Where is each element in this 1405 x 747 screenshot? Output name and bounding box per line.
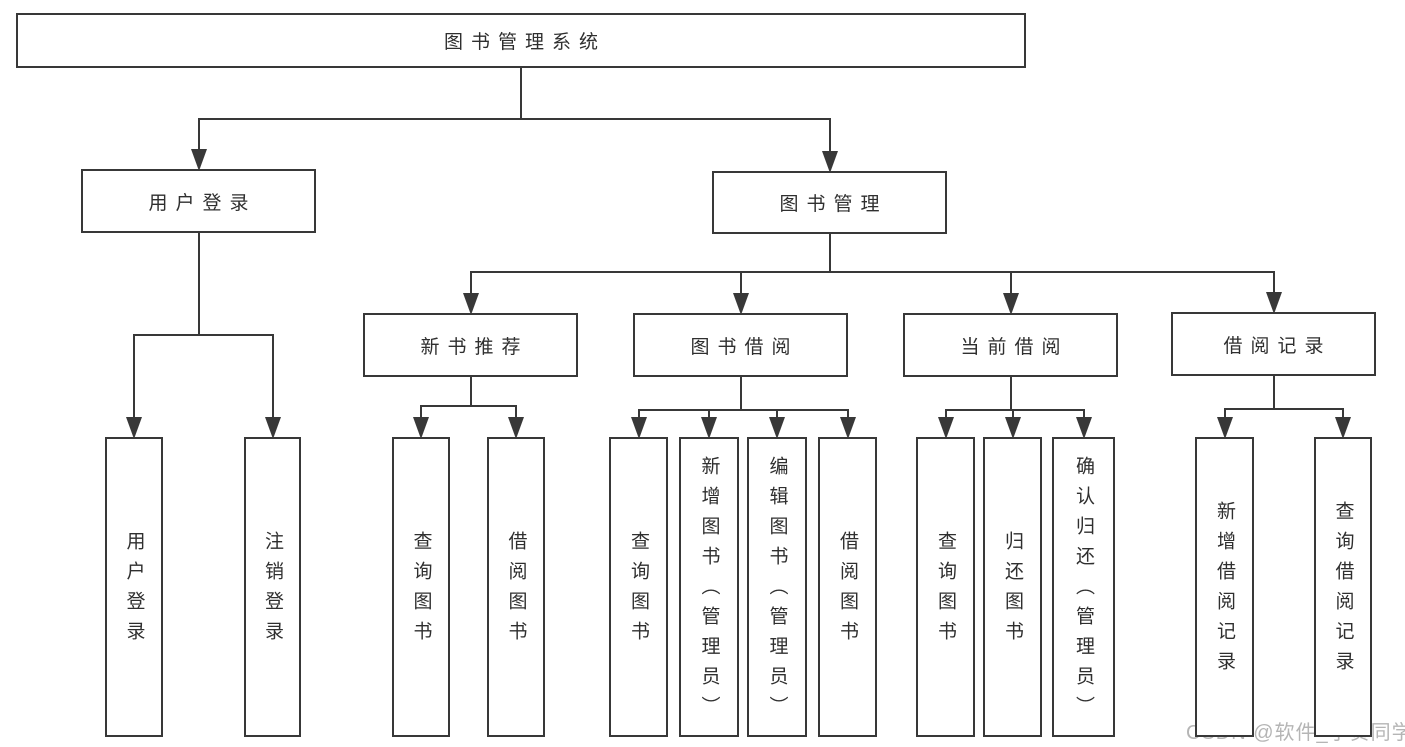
connector-line xyxy=(271,335,274,419)
connector-line xyxy=(1009,376,1012,410)
connector-line xyxy=(420,405,517,407)
connector-line xyxy=(197,119,200,151)
node-cb-return-book: 归还图书 xyxy=(983,437,1042,737)
connector-line xyxy=(1011,410,1014,419)
connector-line xyxy=(1082,410,1085,419)
connector-line xyxy=(776,410,778,419)
connector-line xyxy=(469,272,472,295)
connector-line xyxy=(1272,272,1275,294)
arrowhead-down-icon xyxy=(1002,293,1019,315)
node-cb-confirm-return: 确认归还（管理员） xyxy=(1052,437,1115,737)
node-new-book-recommend: 新书推荐 xyxy=(363,313,578,377)
arrowhead-down-icon xyxy=(701,417,717,439)
node-br-add-record: 新增借阅记录 xyxy=(1195,437,1254,737)
connector-line xyxy=(637,409,849,411)
node-book-management: 图书管理 xyxy=(712,171,947,234)
arrowhead-down-icon xyxy=(1265,292,1282,314)
connector-line xyxy=(739,272,742,295)
arrowhead-down-icon xyxy=(937,417,954,439)
arrowhead-down-icon xyxy=(821,151,838,173)
node-bb-edit-book: 编辑图书（管理员） xyxy=(747,437,807,737)
node-borrow-records: 借阅记录 xyxy=(1171,312,1376,376)
connector-line xyxy=(469,376,472,406)
node-user-login-module: 用户登录 xyxy=(81,169,316,233)
arrowhead-down-icon xyxy=(1004,417,1021,439)
arrowhead-down-icon xyxy=(508,417,524,439)
node-rec-borrow-book: 借阅图书 xyxy=(487,437,545,737)
connector-line xyxy=(133,334,274,336)
connector-line xyxy=(197,118,831,120)
arrowhead-down-icon xyxy=(413,417,429,439)
arrowhead-down-icon xyxy=(1216,417,1233,439)
node-br-query-record: 查询借阅记录 xyxy=(1314,437,1372,737)
connector-line xyxy=(739,376,742,410)
arrowhead-down-icon xyxy=(732,293,749,315)
connector-line xyxy=(637,410,640,419)
connector-line xyxy=(828,119,831,153)
node-bb-query-book: 查询图书 xyxy=(609,437,668,737)
node-root: 图书管理系统 xyxy=(16,13,1026,68)
connector-line xyxy=(708,410,710,419)
node-cb-query-book: 查询图书 xyxy=(916,437,975,737)
arrowhead-down-icon xyxy=(264,417,281,439)
arrowhead-down-icon xyxy=(1075,417,1092,439)
arrowhead-down-icon xyxy=(462,293,479,315)
connector-line xyxy=(1223,408,1344,410)
connector-line xyxy=(420,406,422,419)
connector-line xyxy=(1342,409,1344,419)
connector-line xyxy=(846,410,849,419)
connector-line xyxy=(944,409,1085,411)
node-user-logout: 注销登录 xyxy=(244,437,301,737)
connector-line xyxy=(944,410,947,419)
arrowhead-down-icon xyxy=(769,417,785,439)
arrowhead-down-icon xyxy=(630,417,647,439)
arrowhead-down-icon xyxy=(126,417,142,439)
node-rec-query-book: 查询图书 xyxy=(392,437,450,737)
node-book-borrowing: 图书借阅 xyxy=(633,313,848,377)
node-bb-borrow-book: 借阅图书 xyxy=(818,437,877,737)
connector-line xyxy=(828,233,831,272)
connector-line xyxy=(1009,272,1012,295)
node-user-login: 用户登录 xyxy=(105,437,163,737)
connector-line xyxy=(1223,409,1226,419)
node-current-borrowing: 当前借阅 xyxy=(903,313,1118,377)
connector-line xyxy=(469,271,1275,273)
connector-line xyxy=(520,67,522,119)
connector-line xyxy=(133,335,135,419)
connector-line xyxy=(197,232,200,335)
connector-line xyxy=(515,406,517,419)
node-bb-add-book: 新增图书（管理员） xyxy=(679,437,739,737)
arrowhead-down-icon xyxy=(190,149,207,171)
arrowhead-down-icon xyxy=(1335,417,1351,439)
connector-line xyxy=(1272,375,1275,409)
arrowhead-down-icon xyxy=(839,417,856,439)
